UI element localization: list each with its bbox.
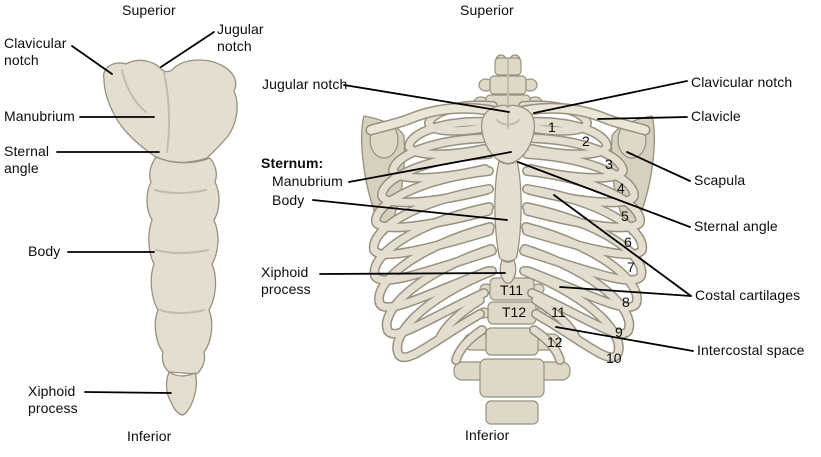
left-sternal-angle-label: Sternal angle [4,143,50,176]
cage-manubrium-shape [481,104,535,165]
right-scapula-label: Scapula [694,172,746,188]
right-inferior-label: Inferior [465,427,510,443]
lower-vertebrae [453,277,571,425]
left-manubrium-label: Manubrium [4,108,75,124]
right-clavicle-label: Clavicle [691,108,741,124]
cage-xiphoid-shape [499,258,517,284]
right-sternum-heading-label: Sternum: [261,155,324,171]
right-costal-cartilages-label: Costal cartilages [695,287,801,303]
left-superior-label: Superior [122,2,176,18]
right-superior-label: Superior [460,2,514,18]
rib-number-8: 8 [622,294,630,310]
cage-sternum [481,104,535,284]
rib-number-1: 1 [548,119,556,135]
rib-number-6: 6 [624,234,632,250]
sternum-manubrium-shape [102,59,238,164]
vertebra-label-t11: T11 [500,282,524,298]
right-sternal-angle-label: Sternal angle [694,218,778,234]
left-clavicular-notch-label: Clavicular notch [4,35,67,68]
right-clavicular-notch-label: Clavicular notch [691,74,793,90]
left-xiphoid-process-label: Xiphoid process [28,383,78,416]
rib-number-3: 3 [605,156,613,172]
rib-number-9: 9 [615,324,623,340]
rib-number-7: 7 [627,259,635,275]
right-xiphoid-process-label: Xiphoid process [261,264,311,297]
right-intercostal-space-label: Intercostal space [697,342,805,358]
left-inferior-label: Inferior [127,428,172,444]
left-body-label: Body [28,243,61,259]
vertebra-label-t12: T12 [502,304,527,320]
rib-number-2: 2 [582,133,590,149]
rib-number-5: 5 [621,208,629,224]
rib-number-12: 12 [547,334,563,350]
right-sternum-manubrium-label: Manubrium [272,173,343,189]
rib-number-10: 10 [606,350,622,366]
rib-number-4: 4 [617,180,625,196]
rib-number-11: 11 [551,304,566,320]
left-jugular-notch-label: Jugular notch [217,21,264,54]
leader-lines [56,31,694,394]
sternum-xiphoid-shape [165,371,198,416]
cage-sternum-body-shape [494,159,522,262]
sternum-illustration [102,59,238,416]
thoracic-cage-illustration [360,54,656,425]
sternum-body-shape [146,156,220,375]
right-sternum-body-label: Body [272,192,305,208]
right-jugular-notch-label: Jugular notch [262,76,348,92]
